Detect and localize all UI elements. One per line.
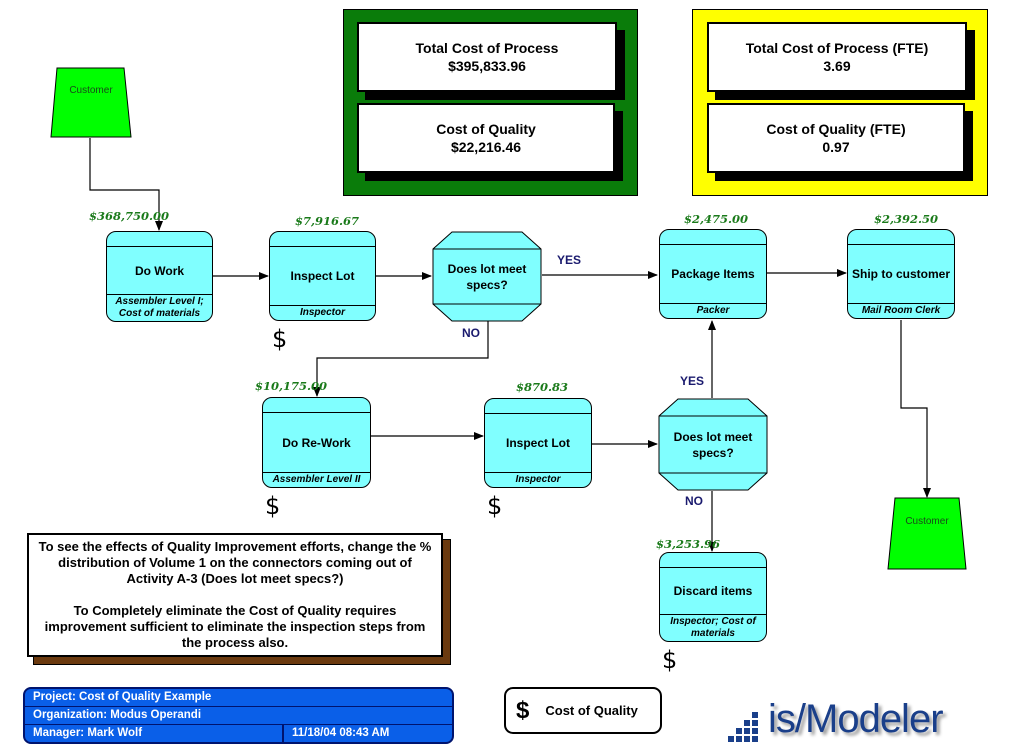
activity-name: Do Re-Work: [282, 435, 351, 450]
activity-role: Inspector; Cost of materials: [660, 614, 766, 641]
decision-text: Does lot meet specs?: [673, 429, 753, 460]
project-info-block: Project: Cost of Quality Example Organiz…: [23, 687, 454, 744]
activity-role: Assembler Level II: [263, 472, 370, 487]
cost-summary-panel: Total Cost of Process $395,833.96 Cost o…: [343, 9, 638, 196]
organization-name: Organization: Modus Operandi: [33, 709, 202, 721]
cost-label-do-work: $368,750.00: [89, 209, 170, 223]
bar-chart-icon: [728, 712, 764, 742]
customer-label: Customer: [905, 516, 949, 527]
decision-does-lot-meet-specs-1[interactable]: Does lot meet specs?: [432, 231, 542, 322]
cost-label-inspect-lot-2: $870.83: [516, 380, 569, 394]
note-paragraph-2: To Completely eliminate the Cost of Qual…: [44, 603, 426, 650]
cost-label-package-items: $2,475.00: [684, 212, 749, 226]
activity-name: Ship to customer: [851, 267, 950, 281]
activity-role: Inspector: [270, 305, 375, 320]
metric-label: Total Cost of Process (FTE): [745, 40, 929, 56]
activity-role: Assembler Level I; Cost of materials: [107, 294, 212, 321]
activity-name: Package Items: [671, 267, 755, 281]
cost-of-quality-marker: $: [487, 492, 503, 520]
cost-label-inspect-lot-1: $7,916.67: [295, 214, 360, 228]
cost-of-quality-metric: Cost of Quality $22,216.46: [357, 103, 615, 173]
activity-package-items[interactable]: Package Items Packer: [659, 229, 767, 319]
metric-value: $395,833.96: [448, 58, 526, 74]
decision-text: Does lot meet specs?: [447, 261, 527, 292]
connector-ship-to-customer[interactable]: [900, 320, 931, 498]
metric-label: Cost of Quality: [436, 121, 536, 137]
activity-name: Do Work: [134, 263, 185, 278]
metric-value: 3.69: [823, 58, 851, 74]
decision-does-lot-meet-specs-2[interactable]: Does lot meet specs?: [658, 398, 768, 491]
cost-label-do-re-work: $10,175.00: [255, 379, 328, 393]
no-label: NO: [685, 494, 703, 508]
timestamp: 11/18/04 08:43 AM: [282, 725, 452, 742]
metric-label: Cost of Quality (FTE): [766, 121, 906, 137]
activity-discard-items[interactable]: Discard items Inspector; Cost of materia…: [659, 552, 767, 642]
activity-do-work[interactable]: Do Work Assembler Level I; Cost of mater…: [106, 231, 213, 322]
activity-do-re-work[interactable]: Do Re-Work Assembler Level II: [262, 397, 371, 488]
activity-name: Inspect Lot: [505, 436, 570, 450]
yes-label: YES: [557, 253, 582, 267]
activity-role: Inspector: [485, 472, 591, 487]
total-cost-metric: Total Cost of Process $395,833.96: [357, 22, 617, 92]
customer-end[interactable]: Customer: [887, 497, 967, 570]
customer-start[interactable]: Customer: [50, 67, 132, 138]
metric-value: $22,216.46: [450, 139, 522, 155]
activity-name: Inspect Lot: [290, 269, 355, 283]
activity-inspect-lot-1[interactable]: Inspect Lot Inspector: [269, 231, 376, 321]
activity-inspect-lot-2[interactable]: Inspect Lot Inspector: [484, 398, 592, 488]
no-label: NO: [462, 326, 480, 340]
connector-customer-to-do-work[interactable]: [89, 138, 163, 231]
cost-of-quality-fte-metric: Cost of Quality (FTE) 0.97: [707, 103, 965, 173]
activity-role: Packer: [660, 303, 766, 318]
manager-name: Manager: Mark Wolf: [33, 727, 143, 739]
cost-label-ship-to-customer: $2,392.50: [874, 212, 939, 226]
logo-text: is/Modeler: [768, 697, 944, 741]
metric-value: 0.97: [822, 139, 850, 155]
connector-decision-no-to-rework[interactable]: [313, 321, 489, 397]
yes-label: YES: [680, 374, 705, 388]
activity-ship-to-customer[interactable]: Ship to customer Mail Room Clerk: [847, 229, 955, 319]
cost-of-quality-marker: $: [662, 646, 678, 674]
customer-label: Customer: [69, 85, 113, 96]
legend-label: Cost of Quality: [545, 703, 638, 718]
is-modeler-logo: is/Modeler: [728, 694, 944, 742]
cost-label-discard-items: $3,253.96: [656, 537, 721, 551]
metric-label: Total Cost of Process: [415, 40, 559, 56]
instruction-note: To see the effects of Quality Improvemen…: [27, 533, 443, 657]
activity-role: Mail Room Clerk: [848, 303, 954, 318]
dollar-icon: $: [516, 696, 530, 724]
total-cost-fte-metric: Total Cost of Process (FTE) 3.69: [707, 22, 967, 92]
fte-summary-panel: Total Cost of Process (FTE) 3.69 Cost of…: [692, 9, 988, 196]
cost-of-quality-legend: $ Cost of Quality: [504, 687, 662, 734]
cost-of-quality-marker: $: [272, 325, 288, 353]
note-paragraph-1: To see the effects of Quality Improvemen…: [38, 539, 432, 586]
activity-name: Discard items: [673, 584, 753, 598]
cost-of-quality-marker: $: [265, 492, 281, 520]
project-name: Project: Cost of Quality Example: [33, 691, 212, 703]
